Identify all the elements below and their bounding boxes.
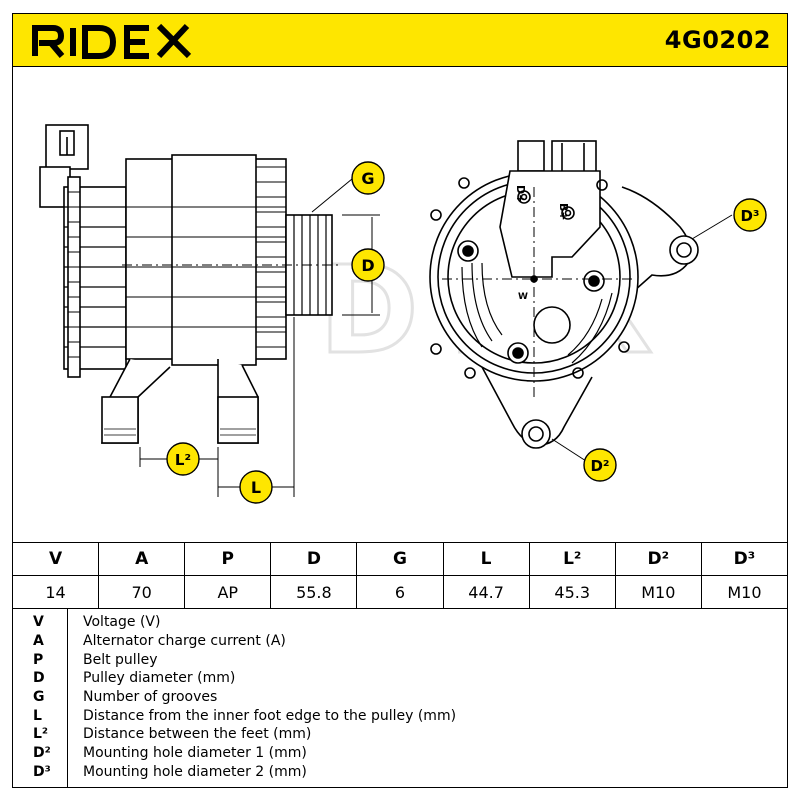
legend-description: Mounting hole diameter 1 (mm) [83,745,307,761]
legend-description: Distance from the inner foot edge to the… [83,708,457,724]
spec-value-cell: 45.3 [528,575,616,609]
legend-symbol: L² [33,726,49,742]
side-view [39,124,342,444]
badge-g: G [351,161,385,195]
svg-text:D²: D² [590,457,609,475]
legend-item: G Number of grooves [13,689,789,708]
badge-d2: D² [583,448,617,482]
legend-item: D² Mounting hole diameter 1 (mm) [13,745,789,764]
spec-header-cell: D³ [700,542,789,576]
spec-header-cell: D [270,542,358,576]
svg-text:L²: L² [175,451,191,469]
spec-header-cell: L² [528,542,616,576]
svg-text:L: L [251,478,261,497]
part-number: 4G0202 [664,26,771,54]
spec-header-cell: D² [614,542,702,576]
spec-value-cell: AP [184,575,272,609]
legend-symbol: D³ [33,764,51,780]
spec-value-cell: M10 [700,575,789,609]
legend: V Voltage (V) A Alternator charge curren… [12,608,788,788]
terminal-b-label: B+ [557,203,570,221]
front-leaders [442,187,733,462]
spec-header-cell: P [184,542,272,576]
legend-item: D³ Mounting hole diameter 2 (mm) [13,764,789,783]
legend-description: Belt pulley [83,652,158,668]
terminal-w-label: W [518,292,528,302]
header-bar: 4G0202 [12,13,788,67]
spec-header-cell: L [442,542,530,576]
spec-value-cell: 70 [98,575,186,609]
legend-description: Pulley diameter (mm) [83,670,236,686]
spec-value-row: 14 70 AP 55.8 6 44.7 45.3 M10 M10 [11,575,789,609]
spec-value-cell: 55.8 [270,575,358,609]
legend-description: Voltage (V) [83,614,161,630]
spec-header-cell: A [98,542,186,576]
drawing-frame [12,67,788,545]
badge-d: D [351,248,385,282]
legend-item: A Alternator charge current (A) [13,633,789,652]
spec-header-cell: G [356,542,444,576]
badge-l: L [239,470,273,504]
badge-l2: L² [166,442,200,476]
legend-symbol: L [33,708,42,724]
spec-header-row: V A P D G L L² D² D³ [11,542,789,576]
ridex-logo [32,23,192,59]
legend-description: Mounting hole diameter 2 (mm) [83,764,307,780]
legend-item: V Voltage (V) [13,614,789,633]
terminal-d-label: D+ [514,185,527,203]
badge-d3: D³ [733,198,767,232]
spec-value-cell: 44.7 [442,575,530,609]
legend-item: D Pulley diameter (mm) [13,670,789,689]
legend-description: Alternator charge current (A) [83,633,286,649]
spec-table: V A P D G L L² D² D³ 14 70 AP 55.8 6 44.… [11,542,789,609]
alternator-drawing: RIDEX [39,124,767,504]
legend-description: Number of grooves [83,689,218,705]
svg-text:D: D [361,256,374,275]
spec-value-cell: 6 [356,575,444,609]
svg-text:G: G [361,169,374,188]
spec-value-cell: 14 [11,575,100,609]
legend-symbol: A [33,633,44,649]
spec-value-cell: M10 [614,575,702,609]
legend-item: L Distance from the inner foot edge to t… [13,708,789,727]
legend-description: Distance between the feet (mm) [83,726,312,742]
spec-header-cell: V [11,542,100,576]
legend-symbol: G [33,689,45,705]
legend-divider [67,608,68,787]
legend-symbol: D [33,670,45,686]
legend-symbol: P [33,652,44,668]
legend-item: L² Distance between the feet (mm) [13,726,789,745]
legend-item: P Belt pulley [13,652,789,671]
svg-text:D³: D³ [740,207,759,225]
legend-symbol: V [33,614,44,630]
legend-symbol: D² [33,745,51,761]
